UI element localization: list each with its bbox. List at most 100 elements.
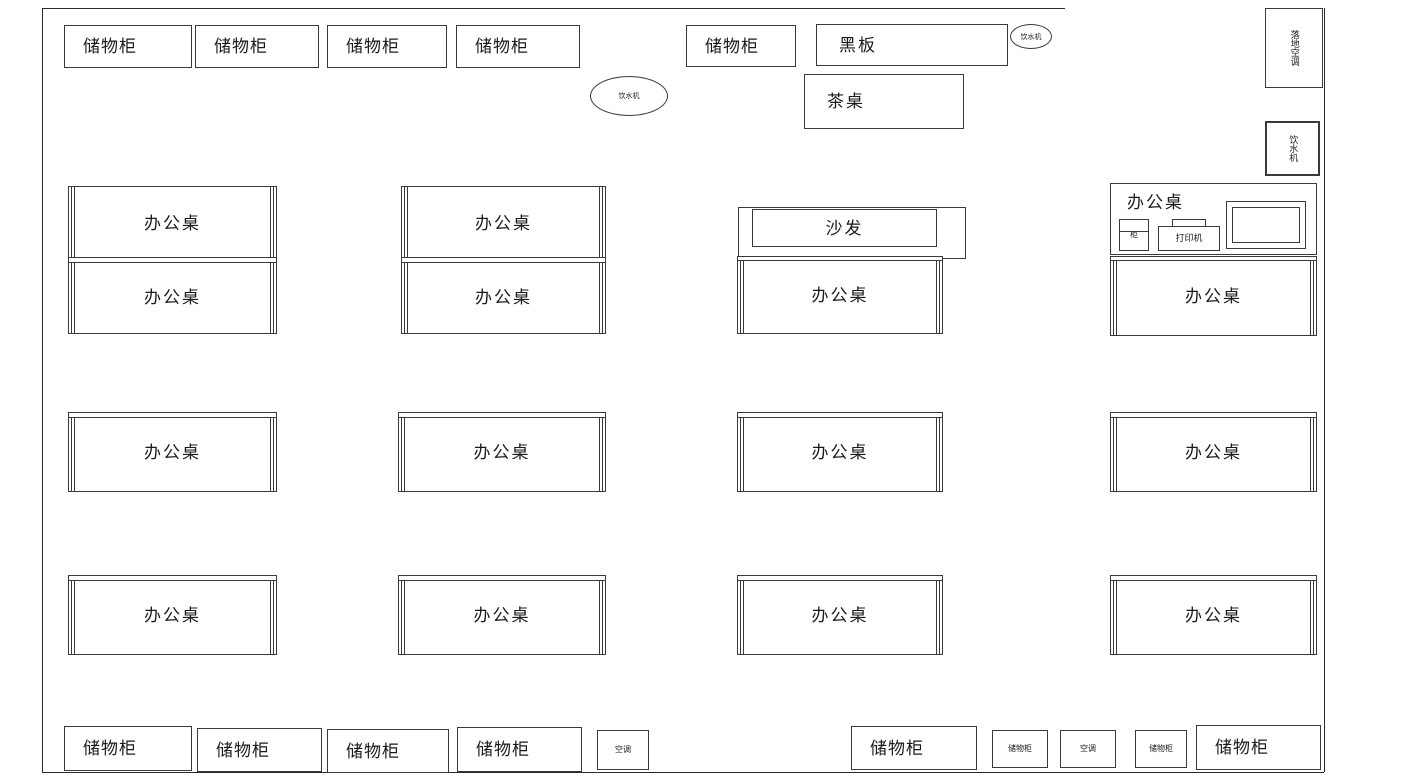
desk-rail-left [1113, 575, 1117, 655]
wall-right-upper [1324, 8, 1325, 88]
desk-r2-c1[interactable]: 办公桌 [68, 412, 277, 492]
tea-table[interactable]: 茶桌 [804, 74, 964, 129]
desk-rail-right [936, 575, 940, 655]
desk-rail-right [270, 412, 274, 492]
locker-bottom-4[interactable]: 储物柜 [457, 727, 582, 772]
locker-label: 储物柜 [1215, 738, 1269, 757]
vertical-unit-air-conditioner[interactable]: 落地空调 [1265, 8, 1323, 88]
water-dispenser-label: 饮水机 [1020, 32, 1042, 41]
desk-r3-c4[interactable]: 办公桌 [1110, 575, 1317, 655]
desk-label: 办公桌 [475, 213, 532, 233]
desk-r1-c1-top[interactable]: 办公桌 [68, 186, 277, 260]
locker-label: 储物柜 [346, 741, 400, 761]
printer-cluster-frame [1110, 183, 1317, 255]
desk-rail-left [740, 256, 744, 334]
desk-rail-top [398, 575, 606, 581]
locker-bottom-1[interactable]: 储物柜 [64, 726, 192, 771]
desk-rail-top [1110, 575, 1317, 581]
desk-label: 办公桌 [811, 285, 869, 305]
desk-rail-right [936, 412, 940, 492]
desk-rail-mid [68, 257, 277, 263]
desk-label: 办公桌 [144, 213, 201, 233]
water-dispenser-icon-center[interactable]: 饮水机 [590, 76, 668, 116]
desk-rail-top [1110, 412, 1317, 418]
desk-r2-c4[interactable]: 办公桌 [1110, 412, 1317, 492]
locker-label: 储物柜 [214, 37, 268, 56]
locker-bottom-right-2[interactable]: 储物柜 [992, 730, 1048, 768]
wall-top [42, 8, 1065, 9]
desk-label: 办公桌 [144, 605, 201, 625]
desk-label: 办公桌 [473, 605, 531, 625]
cabinet-cap [1119, 219, 1149, 232]
vertical-unit-label: 饮水机 [1288, 135, 1299, 162]
locker-bottom-right-1[interactable]: 储物柜 [851, 726, 977, 770]
locker-label: 储物柜 [1008, 744, 1032, 753]
desk-rail-right [1310, 412, 1314, 492]
cabinet-label: 柜 [1130, 230, 1138, 239]
printer-1[interactable]: 打印机 [1158, 226, 1220, 251]
locker-top-1[interactable]: 储物柜 [64, 25, 192, 68]
air-conditioner-label: 空调 [615, 745, 631, 754]
vertical-unit-water-dispenser[interactable]: 饮水机 [1265, 121, 1320, 176]
desk-rail-right [936, 256, 940, 334]
water-dispenser-label: 饮水机 [618, 92, 640, 100]
locker-bottom-right-5[interactable]: 储物柜 [1196, 725, 1321, 770]
desk-rail-top [737, 256, 943, 261]
desk-rail-right [270, 575, 274, 655]
locker-label: 储物柜 [705, 36, 759, 56]
wall-left [42, 8, 43, 772]
desk-label: 办公桌 [475, 287, 532, 307]
wall-right [1324, 88, 1325, 772]
printer-2-cap [1232, 207, 1300, 243]
desk-r1-c3[interactable]: 办公桌 [737, 256, 943, 334]
desk-label: 办公桌 [1185, 605, 1242, 625]
desk-rail-left [401, 575, 405, 655]
desk-r1-c2-bottom[interactable]: 办公桌 [401, 260, 606, 334]
locker-bottom-3[interactable]: 储物柜 [327, 729, 449, 773]
locker-bottom-right-4[interactable]: 储物柜 [1135, 730, 1187, 768]
locker-top-5[interactable]: 储物柜 [686, 25, 796, 67]
locker-top-3[interactable]: 储物柜 [327, 25, 447, 68]
air-conditioner-bottom-left[interactable]: 空调 [597, 730, 649, 770]
blackboard-label: 黑板 [839, 35, 877, 55]
desk-rail-top [737, 412, 943, 418]
desk-rail-top [1110, 256, 1317, 261]
locker-bottom-2[interactable]: 储物柜 [197, 728, 322, 772]
locker-label: 储物柜 [83, 37, 137, 56]
desk-r3-c3[interactable]: 办公桌 [737, 575, 943, 655]
water-dispenser-icon-small[interactable]: 饮水机 [1010, 24, 1052, 49]
wall-bottom [42, 772, 1324, 773]
desk-r1-c1-bottom[interactable]: 办公桌 [68, 260, 277, 334]
desk-rail-left [740, 575, 744, 655]
air-conditioner-label: 空调 [1080, 744, 1096, 753]
sofa-label: 沙发 [825, 218, 864, 238]
locker-label: 储物柜 [216, 740, 270, 760]
desk-r2-c3[interactable]: 办公桌 [737, 412, 943, 492]
air-conditioner-bottom-right[interactable]: 空调 [1060, 730, 1116, 768]
desk-r2-c2[interactable]: 办公桌 [398, 412, 606, 492]
desk-r3-c1[interactable]: 办公桌 [68, 575, 277, 655]
desk-r1-c4[interactable]: 办公桌 [1110, 256, 1317, 336]
desk-label: 办公桌 [811, 605, 869, 625]
desk-rail-right [599, 575, 603, 655]
locker-label: 储物柜 [476, 740, 530, 759]
desk-label: 办公桌 [1185, 286, 1242, 306]
blackboard[interactable]: 黑板 [816, 24, 1008, 66]
desk-label: 办公桌 [473, 442, 531, 462]
locker-top-4[interactable]: 储物柜 [456, 25, 580, 68]
desk-rail-top [68, 412, 277, 418]
desk-rail-left [71, 575, 75, 655]
locker-label: 储物柜 [1149, 744, 1173, 753]
locker-top-2[interactable]: 储物柜 [195, 25, 319, 68]
locker-label: 储物柜 [346, 37, 400, 56]
desk-rail-left [1113, 256, 1117, 336]
sofa[interactable]: 沙发 [752, 209, 937, 247]
desk-label: 办公桌 [144, 442, 201, 462]
desk-rail-right [599, 412, 603, 492]
desk-r1-c2-top[interactable]: 办公桌 [401, 186, 606, 260]
desk-rail-left [401, 412, 405, 492]
desk-rail-right [1310, 575, 1314, 655]
desk-r3-c2[interactable]: 办公桌 [398, 575, 606, 655]
tea-table-label: 茶桌 [827, 92, 865, 111]
